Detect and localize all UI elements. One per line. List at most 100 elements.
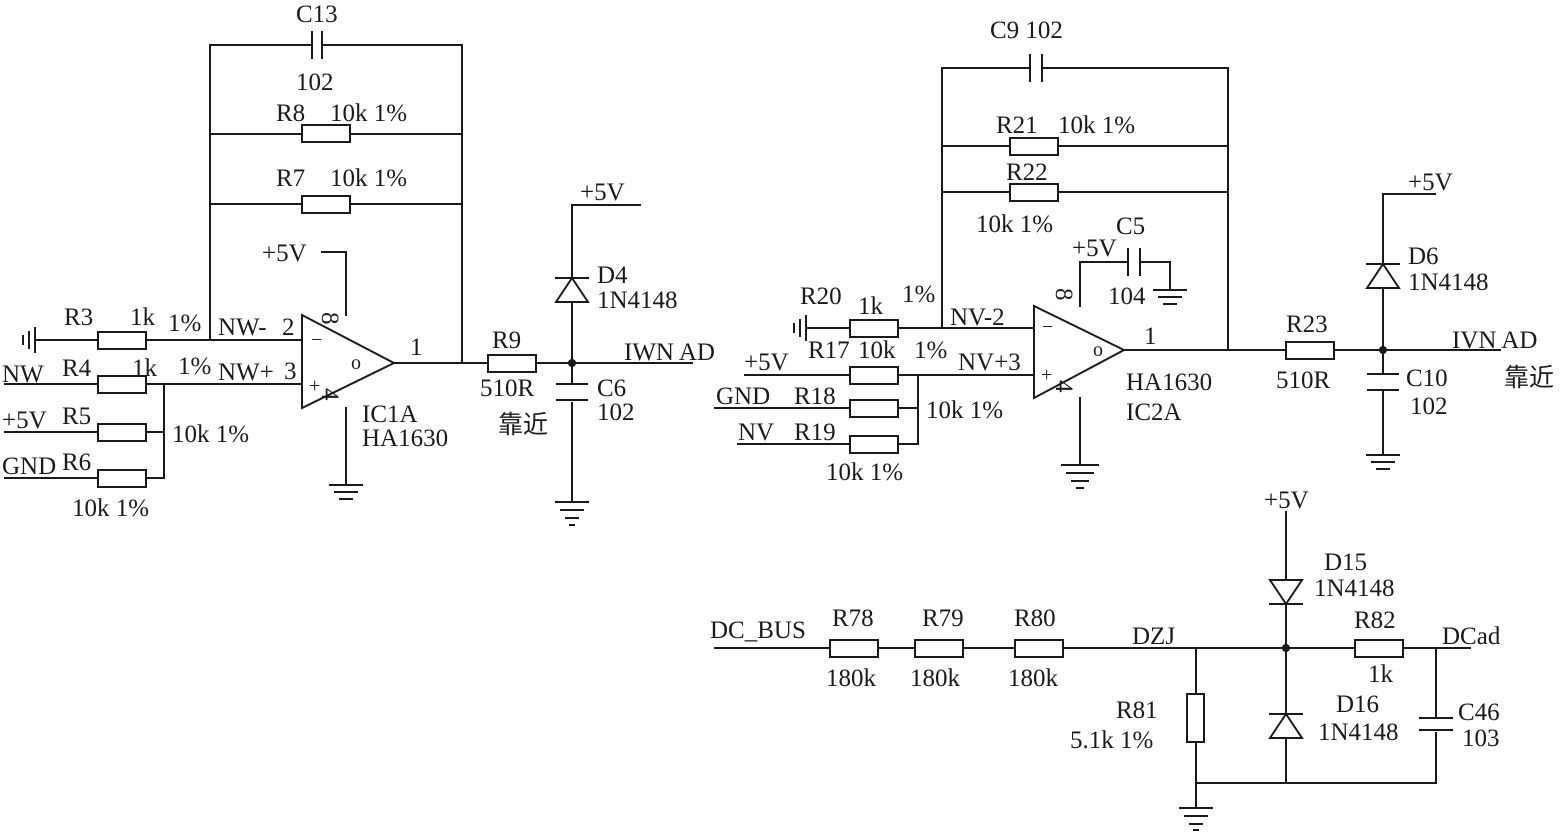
resistor-r3 bbox=[97, 331, 147, 350]
label-plus5v-ic1: +5V bbox=[262, 240, 307, 267]
resistor-r79 bbox=[914, 639, 964, 658]
ground-c10 bbox=[1366, 454, 1400, 470]
label-c10: C10 bbox=[1406, 365, 1448, 392]
pin4-ic2: 4 bbox=[1050, 380, 1077, 393]
tolerance-r4: 1% bbox=[178, 353, 211, 380]
value-r8: 10k 1% bbox=[330, 100, 407, 127]
value-r81: 5.1k 1% bbox=[1070, 727, 1153, 754]
value-r17: 10k bbox=[858, 337, 896, 364]
label-r80: R80 bbox=[1014, 605, 1056, 632]
net-nw-plus: NW+ bbox=[218, 359, 274, 386]
value-r19: 10k 1% bbox=[826, 459, 903, 486]
label-c6: C6 bbox=[597, 375, 626, 402]
net-nv: NV bbox=[738, 419, 774, 446]
pin1-ic1: 1 bbox=[410, 334, 423, 361]
minus-sign-ic1: − bbox=[311, 329, 322, 351]
ground-ic2-pin4 bbox=[1061, 464, 1099, 489]
value-r79: 180k bbox=[910, 665, 961, 692]
resistor-r23 bbox=[1285, 341, 1335, 360]
resistor-r21 bbox=[1009, 137, 1059, 156]
value-c5: 104 bbox=[1108, 283, 1146, 310]
ground-r20 bbox=[793, 315, 807, 341]
wires-ic2 bbox=[714, 67, 1501, 466]
pin3-ic1: 3 bbox=[284, 358, 297, 385]
resistor-r18 bbox=[849, 399, 899, 418]
label-r19: R19 bbox=[794, 419, 836, 446]
label-r82: R82 bbox=[1354, 607, 1396, 634]
net-plus5v-r5: +5V bbox=[2, 407, 47, 434]
resistor-r81 bbox=[1186, 693, 1205, 743]
label-r21: R21 bbox=[996, 112, 1038, 139]
resistor-r7 bbox=[301, 195, 351, 214]
tolerance-r20: 1% bbox=[902, 281, 935, 308]
capacitor-c46 bbox=[1419, 717, 1453, 732]
label-r6: R6 bbox=[62, 449, 91, 476]
pin4-ic1: 4 bbox=[316, 388, 343, 401]
value-r4: 1k bbox=[132, 355, 158, 382]
net-ivn-ad: IVN AD bbox=[1452, 327, 1537, 354]
value-r5: 10k 1% bbox=[172, 421, 249, 448]
label-d16: D16 bbox=[1336, 691, 1379, 718]
net-plus5v-d4: +5V bbox=[580, 179, 625, 206]
resistor-r6 bbox=[97, 469, 147, 488]
pin1-ic2: 1 bbox=[1144, 323, 1157, 350]
resistor-r20 bbox=[849, 319, 899, 338]
value-c6: 102 bbox=[597, 399, 635, 426]
net-nv-minus: NV-2 bbox=[950, 304, 1005, 331]
resistor-r19 bbox=[849, 435, 899, 454]
diode-d15 bbox=[1268, 579, 1304, 606]
label-r17: R17 bbox=[808, 337, 850, 364]
plus-sign-ic2: + bbox=[1041, 364, 1052, 386]
net-nw-minus: NW- bbox=[218, 314, 267, 341]
value-r18: 10k 1% bbox=[926, 397, 1003, 424]
opamp-ic1a bbox=[301, 313, 397, 410]
capacitor-c5 bbox=[1127, 248, 1141, 276]
opamp-ic2a bbox=[1033, 304, 1127, 400]
net-dzj: DZJ bbox=[1132, 623, 1175, 650]
pin8-ic1: 8 bbox=[316, 312, 343, 325]
tolerance-r3: 1% bbox=[168, 310, 201, 337]
value-r82: 1k bbox=[1368, 661, 1394, 688]
diode-d4 bbox=[554, 276, 590, 303]
label-r7: R7 bbox=[276, 165, 305, 192]
diode-d16 bbox=[1268, 712, 1304, 739]
junction-dcad bbox=[1282, 644, 1290, 652]
label-r3: R3 bbox=[64, 304, 93, 331]
resistor-r22 bbox=[1009, 183, 1059, 202]
label-ic1a: IC1A bbox=[362, 401, 418, 428]
net-plus5v-d15: +5V bbox=[1264, 487, 1309, 514]
value-r9: 510R bbox=[480, 375, 535, 402]
value-r3: 1k bbox=[130, 304, 156, 331]
value-d15: 1N4148 bbox=[1314, 575, 1395, 602]
diode-d6 bbox=[1365, 262, 1401, 289]
capacitor-c10 bbox=[1367, 373, 1399, 391]
value-c46: 103 bbox=[1462, 725, 1500, 752]
label-r79: R79 bbox=[922, 605, 964, 632]
junction-iwn bbox=[568, 359, 576, 367]
resistor-r80 bbox=[1014, 639, 1064, 658]
value-r20: 1k bbox=[858, 293, 884, 320]
value-c13: 102 bbox=[296, 69, 334, 96]
pin8-ic2: 8 bbox=[1050, 288, 1077, 301]
output-mark-ic2: o bbox=[1093, 339, 1103, 361]
label-c13: C13 bbox=[296, 1, 338, 28]
label-r4: R4 bbox=[62, 355, 92, 382]
pin2-ic1: 2 bbox=[282, 314, 295, 341]
net-nv-plus: NV+3 bbox=[958, 349, 1021, 376]
value-d6: 1N4148 bbox=[1408, 269, 1489, 296]
label-c9: C9 102 bbox=[990, 17, 1063, 44]
minus-sign-ic2: − bbox=[1042, 316, 1053, 338]
resistor-r8 bbox=[301, 124, 351, 143]
resistor-r17 bbox=[849, 366, 899, 385]
label-r81: R81 bbox=[1116, 697, 1158, 724]
label-r5: R5 bbox=[62, 403, 91, 430]
net-iwn-ad: IWN AD bbox=[624, 339, 715, 366]
net-nw: NW bbox=[2, 361, 44, 388]
resistor-r9 bbox=[487, 354, 537, 373]
ground-ic1-pin4 bbox=[329, 484, 363, 500]
value-d16: 1N4148 bbox=[1318, 719, 1399, 746]
label-d15: D15 bbox=[1324, 549, 1367, 576]
label-c5: C5 bbox=[1116, 213, 1145, 240]
